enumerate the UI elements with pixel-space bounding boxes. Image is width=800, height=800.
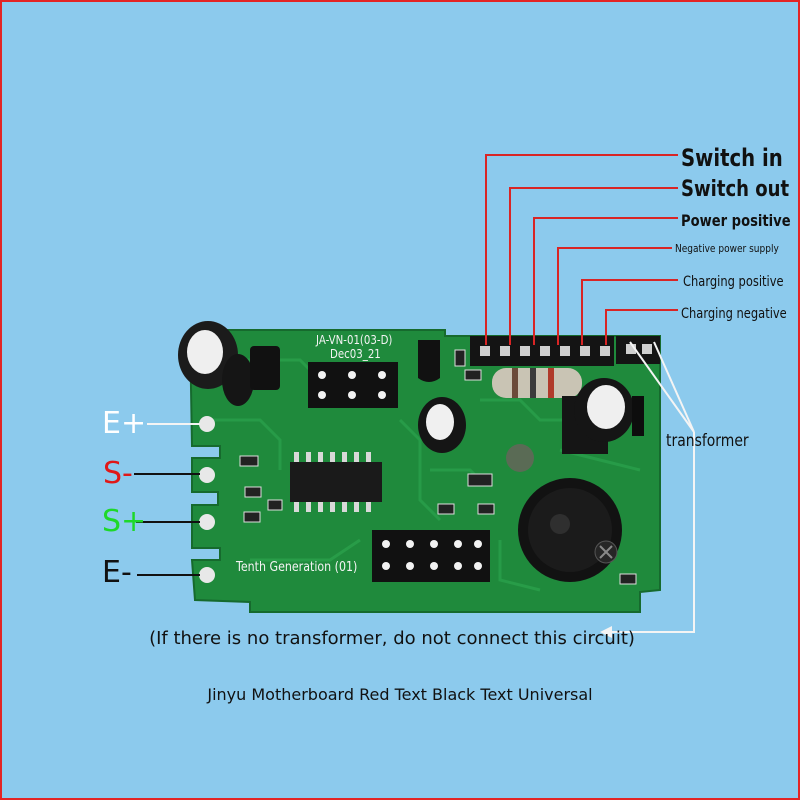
board-date-text: Dec03_21 — [330, 347, 381, 361]
wire-connector — [470, 336, 660, 366]
board-model-text: JA-VN-01(03-D) — [316, 333, 393, 347]
terminal-pads — [199, 416, 215, 583]
mounting-hole — [506, 444, 534, 472]
label-power-positive: Power positive — [681, 211, 791, 230]
label-negative-power-supply: Negative power supply — [675, 242, 779, 255]
label-charging-negative: Charging negative — [681, 306, 787, 322]
capacitor-large-left — [178, 321, 254, 406]
terminal-label-e-plus: E+ — [102, 406, 147, 441]
capacitor-c1 — [562, 378, 644, 454]
terminal-label-e-minus: E- — [102, 555, 132, 590]
caption-title: Jinyu Motherboard Red Text Black Text Un… — [207, 685, 593, 704]
pointer-lines — [134, 341, 695, 633]
power-resistor — [492, 368, 582, 398]
caption-note: (If there is no transformer, do not conn… — [149, 628, 635, 649]
label-charging-positive: Charging positive — [683, 274, 784, 290]
arrow-head — [600, 626, 612, 638]
pin-header-2x5 — [372, 530, 490, 582]
transistor-ht7533 — [250, 346, 280, 390]
board-generation-text: Tenth Generation (01) — [236, 560, 358, 575]
capacitor-c3 — [418, 397, 466, 453]
terminal-label-s-plus: S+ — [102, 504, 147, 539]
transistor-to92 — [418, 340, 440, 382]
pin-header-2x3 — [308, 362, 398, 408]
label-lines — [485, 154, 678, 345]
smd-components — [239, 349, 637, 585]
buzzer — [518, 478, 622, 582]
terminal-label-s-minus: S- — [103, 456, 133, 491]
label-switch-out: Switch out — [681, 177, 790, 202]
ic-chip — [290, 452, 382, 512]
label-transformer: transformer — [666, 431, 749, 451]
label-switch-in: Switch in — [681, 144, 783, 172]
